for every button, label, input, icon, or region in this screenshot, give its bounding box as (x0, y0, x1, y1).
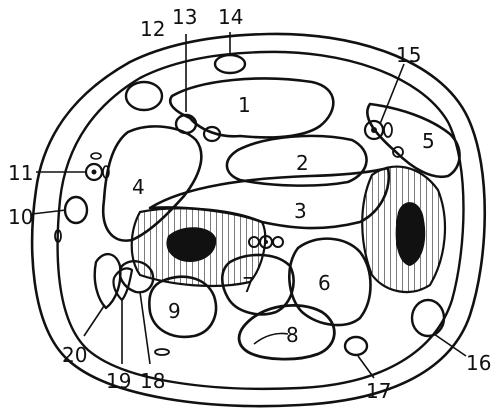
label-17: 17 (366, 379, 391, 403)
leader-16 (434, 334, 466, 356)
structure-9 (149, 277, 216, 337)
label-8: 8 (286, 323, 299, 347)
label-5: 5 (422, 129, 435, 153)
label-15: 15 (396, 43, 421, 67)
leader-10 (32, 210, 66, 214)
central-vessel-right (273, 237, 283, 247)
label-3: 3 (294, 199, 307, 223)
structure-20 (95, 254, 121, 308)
leader-20 (84, 306, 104, 336)
label-10: 10 (8, 205, 33, 229)
label-13: 13 (172, 5, 197, 29)
label-9: 9 (168, 299, 181, 323)
structure-14 (215, 55, 245, 73)
structure-17 (345, 337, 367, 355)
label-20: 20 (62, 343, 87, 367)
label-1: 1 (238, 93, 251, 117)
structure-5 (367, 104, 459, 177)
leader-17 (358, 356, 374, 378)
label-19: 19 (106, 369, 131, 393)
label-14: 14 (218, 5, 243, 29)
central-vessel-mid-center (264, 240, 268, 244)
label-12: 12 (140, 17, 165, 41)
structure-15-satellite (384, 123, 392, 137)
small-vessel-bottom (155, 349, 169, 355)
label-7: 7 (242, 273, 255, 297)
structure-10 (65, 197, 87, 223)
label-4: 4 (132, 175, 145, 199)
label-6: 6 (318, 271, 331, 295)
structure-16 (412, 300, 444, 336)
label-18: 18 (140, 369, 165, 393)
structure-11-satellite-top (91, 153, 101, 159)
label-11: 11 (8, 161, 33, 185)
label-16: 16 (466, 351, 491, 375)
structure-12 (126, 82, 162, 110)
structure-13 (176, 115, 196, 133)
structure-15-center (371, 127, 377, 133)
label-2: 2 (296, 151, 309, 175)
structure-8-inner-line (254, 333, 288, 344)
structure-11-center (92, 170, 97, 175)
